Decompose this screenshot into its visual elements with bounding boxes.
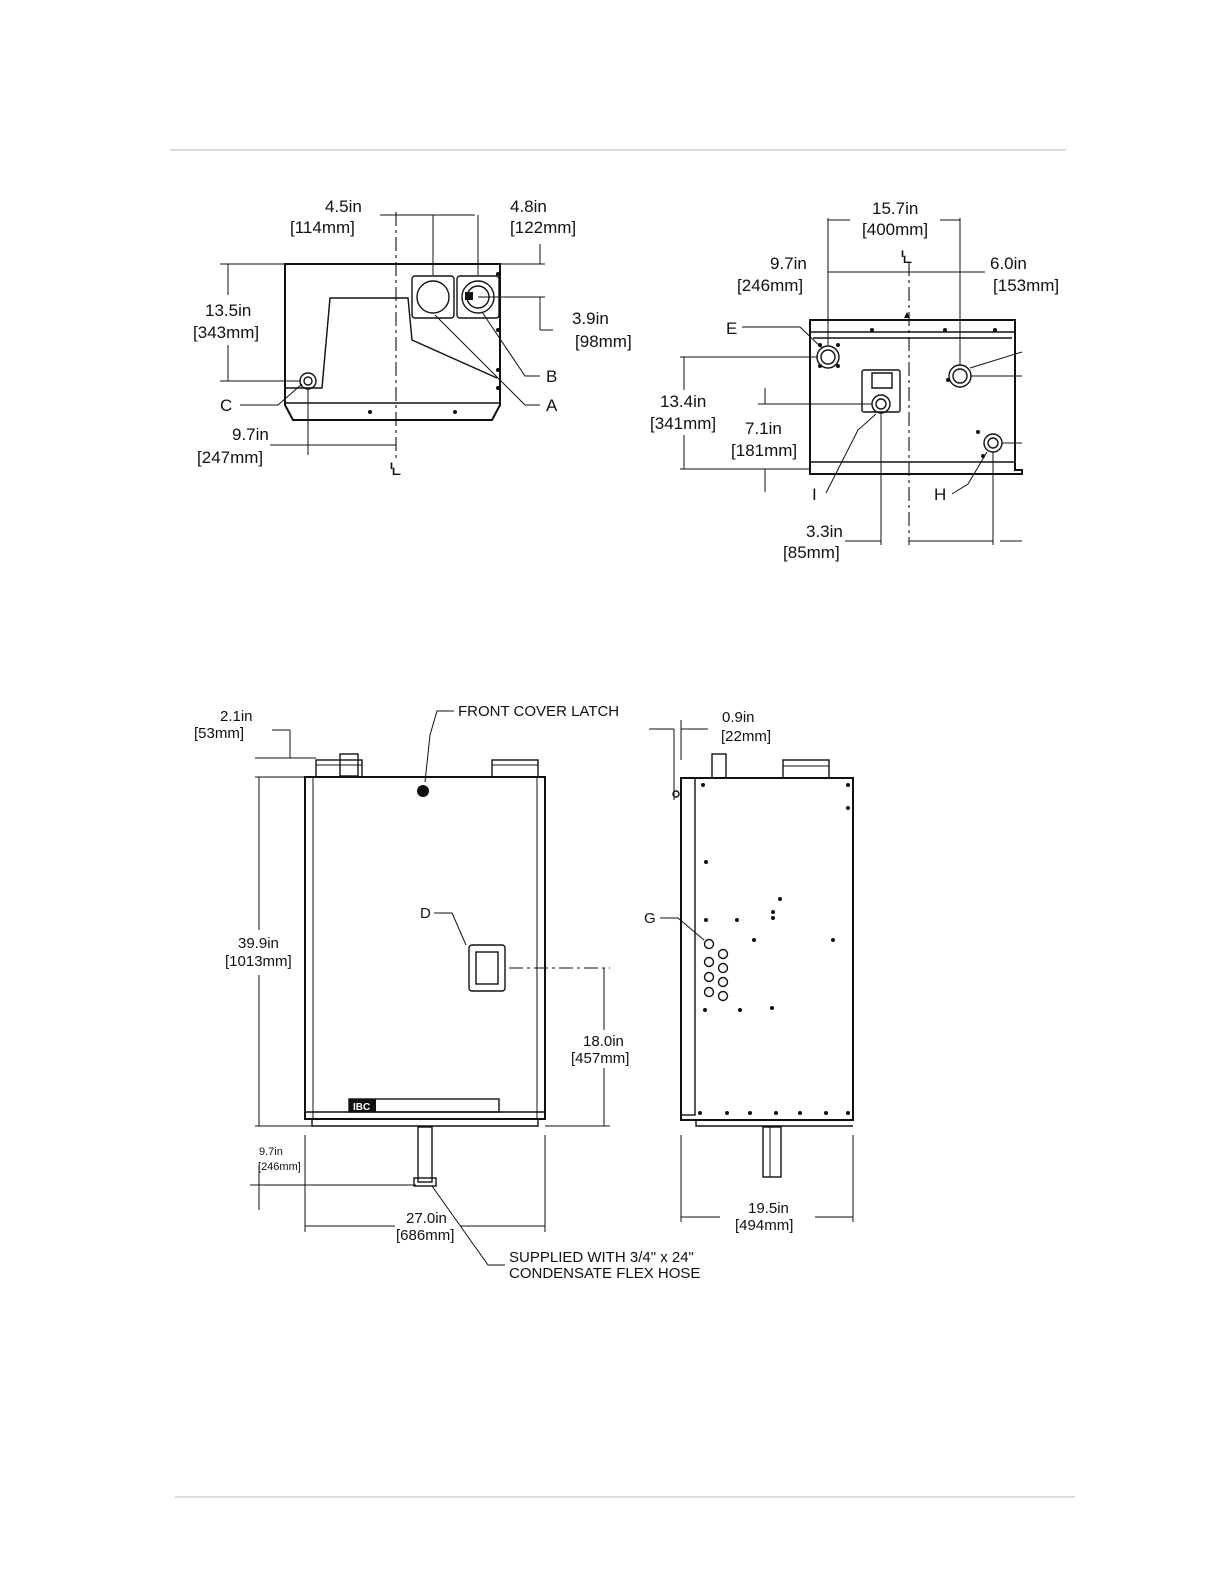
bottom-dim-71-mm: [181mm] <box>731 441 797 460</box>
bottom-dim-134-in: 13.4in <box>660 392 706 411</box>
side-dim-195-mm: [494mm] <box>735 1217 793 1234</box>
bottom-view: Ꝇ 15.7in [400mm] 9.7in [246mm] 6.0in [15… <box>650 199 1059 562</box>
side-body <box>680 777 854 1121</box>
bottom-dim-97-in: 9.7in <box>770 254 807 273</box>
front-badge: IBC <box>353 1102 370 1113</box>
top-centerline-label: Ꝇ <box>389 460 401 479</box>
hose-note-line1: SUPPLIED WITH 3/4" x 24" <box>509 1249 694 1266</box>
callout-i: I <box>812 485 817 504</box>
side-vent-pipe <box>782 759 830 779</box>
bottom-dim-33-mm: [85mm] <box>783 543 840 562</box>
bottom-dim-97-mm: [246mm] <box>737 276 803 295</box>
front-dim-270-mm: [686mm] <box>396 1227 454 1244</box>
side-view: 0.9in [22mm] 19.5in [494mm] G <box>644 709 854 1234</box>
top-dim-48-mm: [122mm] <box>510 218 576 237</box>
front-dim-97-mm: [246mm] <box>258 1161 301 1173</box>
callout-b: B <box>546 367 557 386</box>
top-dim-135-in: 13.5in <box>205 301 251 320</box>
side-dim-195-in: 19.5in <box>748 1200 789 1217</box>
bottom-dim-134-mm: [341mm] <box>650 414 716 433</box>
bottom-dim-33-in: 3.3in <box>806 522 843 541</box>
front-dim-21-in: 2.1in <box>220 708 253 725</box>
bottom-dim-157-mm: [400mm] <box>862 220 928 239</box>
callout-h: H <box>934 485 946 504</box>
callout-c: C <box>220 396 232 415</box>
side-condensate-drain <box>762 1126 782 1178</box>
port-a-flange <box>411 275 455 319</box>
bottom-dim-60-in: 6.0in <box>990 254 1027 273</box>
callout-d: D <box>420 905 431 922</box>
bottom-view-body <box>809 319 1023 475</box>
front-vent-pipe-left <box>315 759 363 778</box>
front-dim-270-in: 27.0in <box>406 1210 447 1227</box>
side-connections-g <box>703 938 729 1002</box>
top-view-body <box>284 263 501 421</box>
front-cover-latch[interactable] <box>417 785 429 797</box>
bottom-dim-157-in: 15.7in <box>872 199 918 218</box>
side-dim-09-mm: [22mm] <box>721 728 771 745</box>
top-dim-97-mm: [247mm] <box>197 448 263 467</box>
top-dim-45-mm: [114mm] <box>290 218 355 237</box>
top-dim-45-in: 4.5in <box>325 197 362 216</box>
front-dim-21-mm: [53mm] <box>194 725 244 742</box>
hose-note-line2: CONDENSATE FLEX HOSE <box>509 1265 700 1282</box>
callout-g: G <box>644 910 656 927</box>
front-cover-latch-label: FRONT COVER LATCH <box>458 703 619 720</box>
front-dim-180-in: 18.0in <box>583 1033 624 1050</box>
side-fitting <box>711 753 727 779</box>
condensate-drain <box>417 1126 433 1183</box>
front-body <box>304 776 546 1120</box>
front-dim-180-mm: [457mm] <box>571 1050 629 1067</box>
side-dim-09-in: 0.9in <box>722 709 755 726</box>
callout-a: A <box>546 396 558 415</box>
bottom-centerline-label: Ꝇ <box>900 248 912 267</box>
front-dim-399-in: 39.9in <box>238 935 279 952</box>
bottom-dim-71-in: 7.1in <box>745 419 782 438</box>
port-a <box>416 280 450 314</box>
front-vent-pipe-right <box>491 759 539 778</box>
top-dim-39-in: 3.9in <box>572 309 609 328</box>
front-view: IBC 2.1in [53mm] 39.9in [1013mm] 18.0in … <box>194 703 700 1282</box>
top-dim-135-mm: [343mm] <box>193 323 259 342</box>
top-dim-97-in: 9.7in <box>232 425 269 444</box>
top-view: Ꝇ 4.5in [114mm] 4.8in [122mm] 13.5in [34… <box>193 197 632 479</box>
front-dim-97-in: 9.7in <box>259 1146 283 1158</box>
front-display <box>468 944 506 992</box>
top-dim-48-in: 4.8in <box>510 197 547 216</box>
front-dim-399-mm: [1013mm] <box>225 953 292 970</box>
bottom-dim-60-mm: [153mm] <box>993 276 1059 295</box>
top-dim-39-mm: [98mm] <box>575 332 632 351</box>
callout-e: E <box>726 319 737 338</box>
condensate-trap <box>861 369 901 413</box>
